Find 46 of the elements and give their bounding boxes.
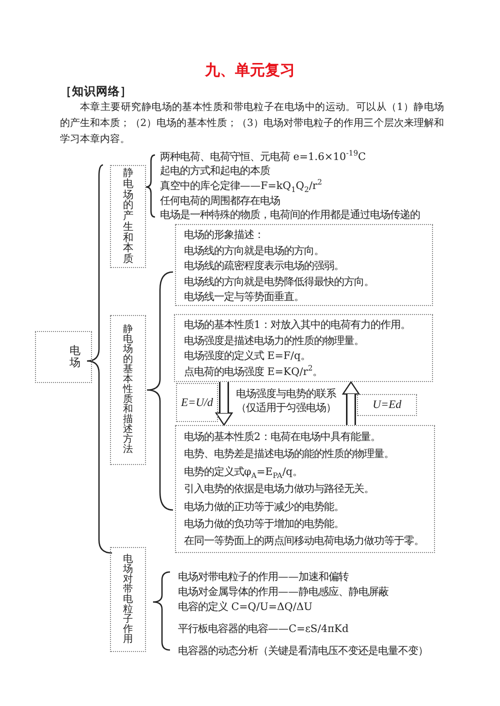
vertical-heading: 静电场的基本性质和描述方法 — [122, 325, 134, 455]
concept-box — [110, 315, 146, 465]
section-heading: ［知识网络］ — [60, 84, 132, 98]
note-text: 电场是一种特殊的物质，电荷间的作用都是通过电场传递的 — [160, 208, 420, 222]
text-line: 电势的定义式φ$_{A}$=E$_{PA}$/q。 — [184, 464, 302, 482]
note-text: 平行板电容器的电容——C=εS/4πKd — [178, 622, 349, 636]
note-text: 电场对带电粒子的作用——加速和偏转 — [178, 570, 349, 584]
text-line: 电场线的疏密程度表示电场的强弱。 — [184, 259, 344, 274]
vertical-heading: 电场 — [69, 344, 81, 370]
relation-note: 电场强度与电势的联系 — [236, 387, 336, 401]
note-box — [175, 224, 433, 306]
text-line: 电场的形象描述： — [184, 228, 264, 243]
text-line: 电势、电势差是描述电场的能的性质的物理量。 — [184, 447, 394, 462]
note-text: 电容器的动态分析（关键是看清电压不变还是电量不变） — [178, 644, 428, 658]
formula-text: U=Ed — [372, 398, 402, 412]
text-line: 点电荷的电场强度 E=KQ/r$^{2}$。 — [184, 364, 323, 380]
text-line: 电场强度是描述电场力的性质的物理量。 — [184, 334, 364, 348]
text-line: 电场的基本性质1：对放入其中的电荷有力的作用。 — [184, 318, 411, 333]
note-box — [174, 314, 433, 382]
title: 九、单元复习 — [205, 61, 295, 79]
vertical-heading: 静电场的产生和本质 — [122, 168, 134, 266]
concept-box — [110, 547, 146, 652]
text-line: 电场力做的负功等于增加的电势能。 — [184, 517, 344, 532]
note-text: 两种电荷、电荷守恒、元电荷 e=1.6×10$^{-19}$C — [160, 150, 366, 164]
text-line: 电场线的方向就是电势降低得最快的方向。 — [184, 274, 374, 290]
note-text: 电场对金属导体的作用——静电感应、静电屏蔽 — [178, 585, 389, 599]
relation-note: （仅适用于匀强电场） — [236, 401, 336, 415]
note-text: 任何电荷的周围都存在电场 — [160, 194, 280, 208]
formula-box — [357, 394, 417, 416]
note-text: 起电的方式和起电的本质 — [160, 164, 270, 178]
text-line: 电场力做的正功等于减少的电势能。 — [184, 500, 344, 515]
text-line: 电场线一定与等势面垂直。 — [184, 290, 304, 305]
note-text: 真空中的库仑定律——F=kQ$_{1}$Q$_{2}$/r$^{2}$ — [160, 179, 322, 193]
concept-box — [110, 165, 146, 268]
vertical-heading: 电场对带电粒子作用 — [122, 554, 134, 644]
text-line: 电场强度的定义式 E=F/q。 — [184, 349, 311, 364]
formula-box — [176, 383, 218, 422]
note-box — [175, 425, 435, 553]
text-line: 引入电势的依据是电场力做功与路径无关。 — [184, 482, 374, 498]
text-line: 电场的基本性质2：电荷在电场中具有能量。 — [184, 430, 381, 445]
formula-text: E=U/d — [180, 396, 214, 410]
intro-paragraph: 本章主要研究静电场的基本性质和带电粒子在电场中的运动。可以从（1）静电场的产生和本质；（2）电场的基本性质；（3）电场对带电粒子的作用三个层次来理解和学习本章内容。 — [60, 100, 444, 147]
text-line: 电场线的方向就是电场的方向。 — [184, 244, 324, 258]
note-text: 电容的定义 C=Q/U=ΔQ/ΔU — [178, 600, 312, 614]
text-line: 在同一等势面上的两点间移动电荷电场力做功等于零。 — [184, 534, 424, 550]
concept-box — [35, 331, 92, 383]
